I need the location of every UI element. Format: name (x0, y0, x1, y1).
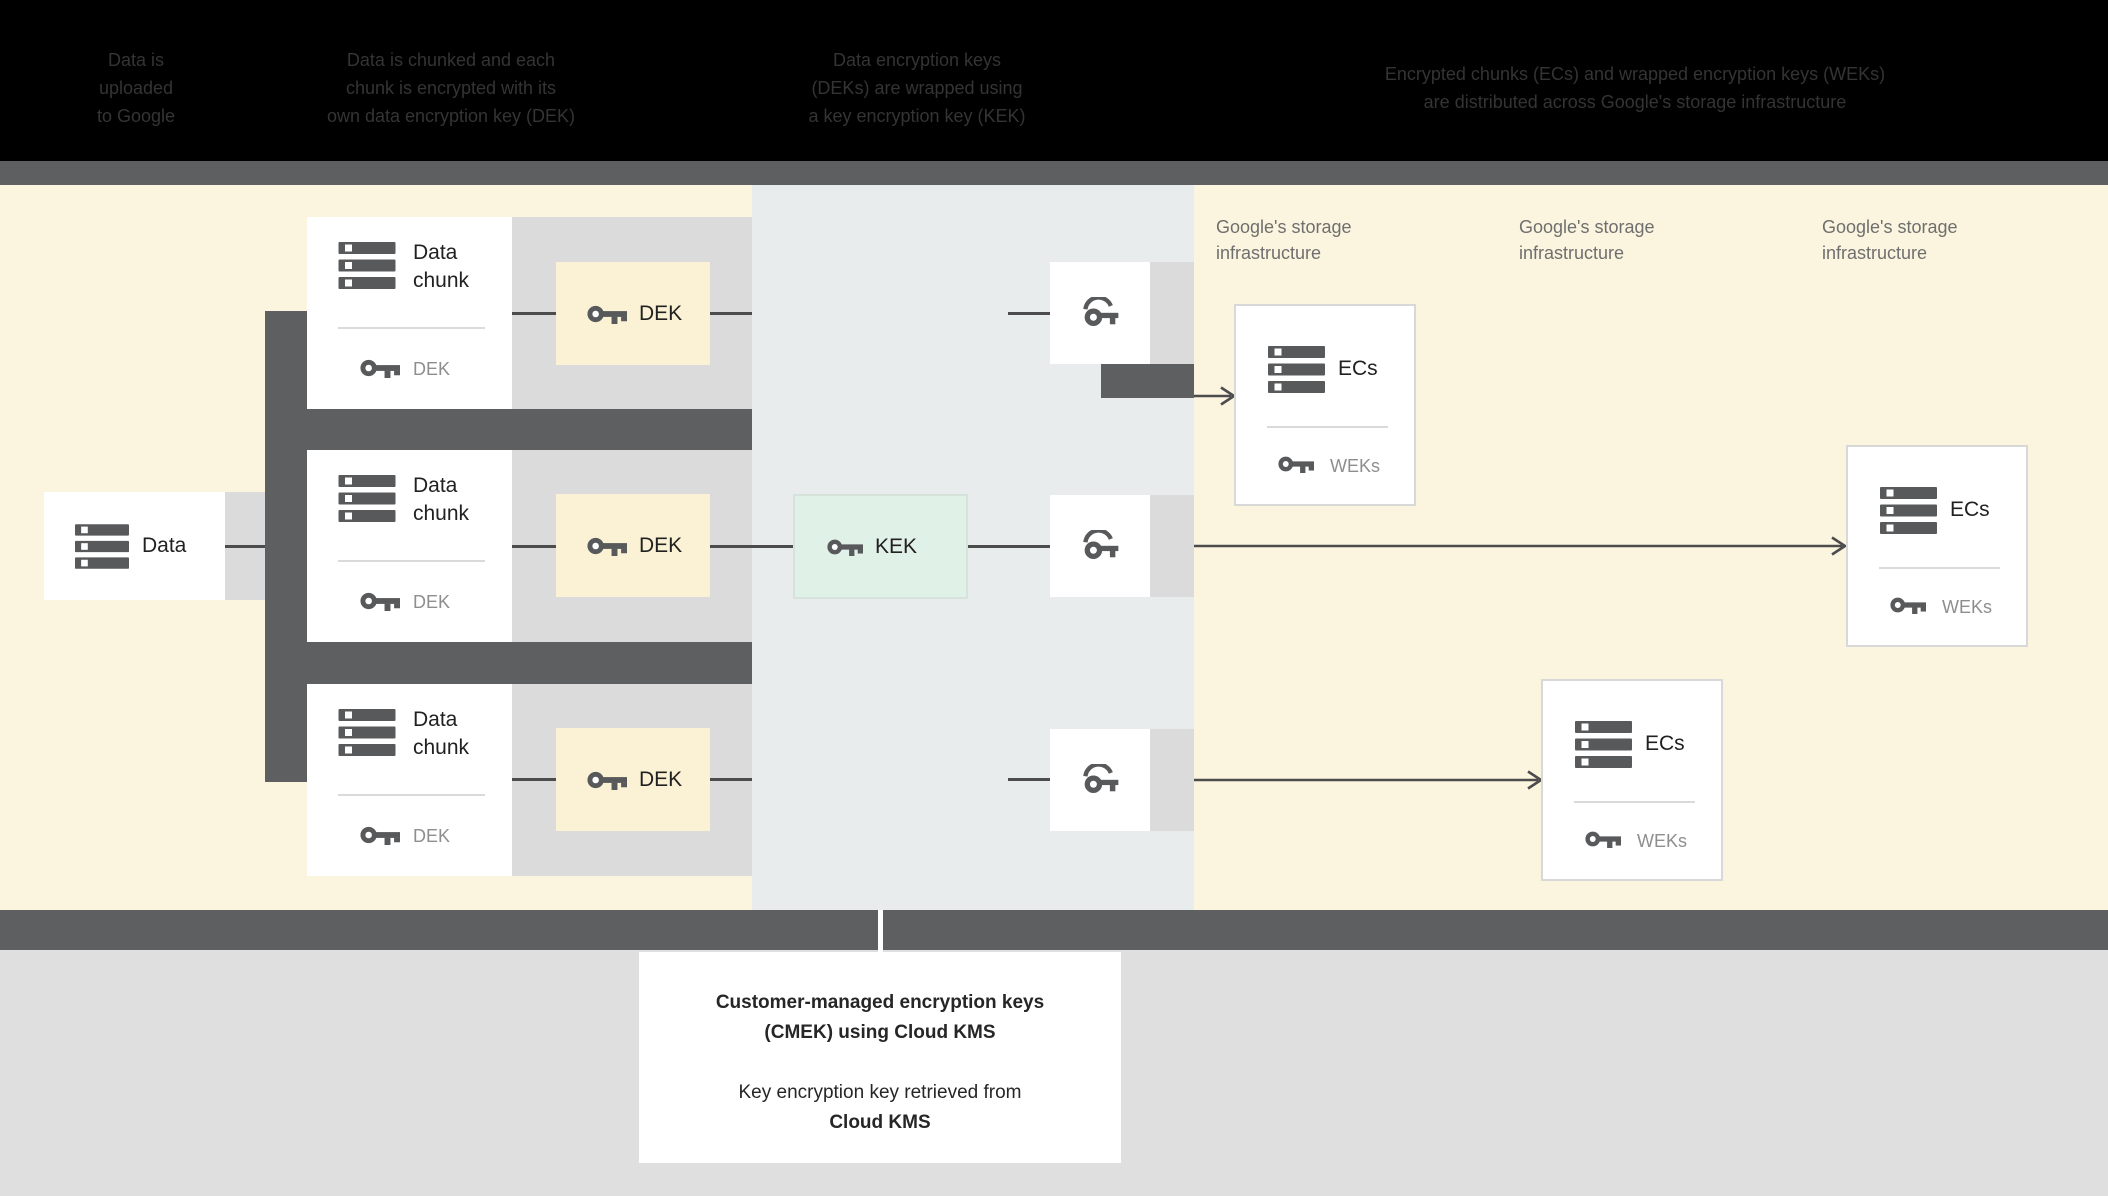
kek-box-label: KEK (875, 534, 918, 558)
ec-box-1: ECs WEKs (1234, 304, 1416, 506)
wek-thick-band (1101, 364, 1194, 398)
wek-sublabel: WEKs (1330, 456, 1381, 476)
storage-icon (75, 523, 129, 569)
note-spacer (639, 1048, 1121, 1078)
key-icon (1585, 831, 1621, 848)
wek-sublabel: WEKs (1942, 597, 1993, 617)
data-chunk-title: Data chunk (413, 708, 470, 759)
ec-box-3: ECs WEKs (1541, 679, 1723, 881)
keybox-band-3 (1150, 729, 1194, 831)
arrow-right-icon (1150, 536, 1848, 556)
storage-infrastructure-label-3: Google's storage infrastructure (1822, 217, 1958, 263)
key-icon (360, 826, 400, 845)
data-chunk-title: Data chunk (413, 474, 470, 525)
storage-infrastructure-label-1: Google's storage infrastructure (1216, 217, 1352, 263)
divider (1267, 426, 1388, 428)
dek-box-1: DEK (556, 262, 710, 365)
wrap-key-icon (1080, 764, 1120, 796)
dek-sublabel: DEK (413, 592, 451, 612)
data-box-label: Data (142, 534, 187, 557)
connector-line (512, 545, 556, 548)
note-line: (CMEK) using Cloud KMS (764, 1022, 996, 1043)
header-black-band (0, 0, 2108, 162)
connector-line (710, 545, 793, 548)
key-icon (1890, 597, 1926, 614)
keybox-band-1 (1150, 262, 1194, 364)
wrap-key-box-2 (1050, 495, 1150, 597)
caption-wrapping: Data encryption keys (DEKs) are wrapped … (808, 50, 1026, 126)
dek-box-3: DEK (556, 728, 710, 831)
connector-line (225, 545, 265, 548)
ec-box-title: ECs (1950, 498, 1990, 521)
data-chunk-box-2: Data chunk DEK (307, 450, 512, 642)
note-line: Customer-managed encryption keys (715, 992, 1045, 1013)
divider (1879, 567, 2000, 569)
data-chunk-box-3: Data chunk DEK (307, 684, 512, 876)
dek-box-label: DEK (639, 533, 683, 557)
storage-icon (338, 242, 396, 289)
storage-icon (338, 709, 396, 756)
kek-box: KEK (793, 494, 968, 599)
wrap-key-icon (1080, 530, 1120, 562)
connector-line (512, 312, 556, 315)
separator-band (0, 161, 2108, 185)
connector-line (710, 778, 752, 781)
wrap-key-box-1 (1050, 262, 1150, 364)
key-icon (360, 359, 400, 378)
data-box: Data (44, 492, 225, 600)
connector-line (710, 312, 752, 315)
key-icon (587, 305, 627, 324)
ec-box-2: ECs WEKs (1846, 445, 2028, 647)
caption-distribution: Encrypted chunks (ECs) and wrapped encry… (1384, 64, 1886, 112)
caption-chunking: Data is chunked and each chunk is encryp… (326, 50, 576, 126)
note-box: Customer-managed encryption keys (CMEK) … (639, 952, 1121, 1163)
note-connector-line (878, 910, 883, 952)
caption-upload: Data is uploaded to Google (96, 50, 176, 126)
dek-sublabel: DEK (413, 826, 451, 846)
storage-icon (1268, 346, 1325, 393)
data-chunk-box-1: Data chunk DEK (307, 217, 512, 409)
footer-dark-band (0, 910, 2108, 950)
dek-box-label: DEK (639, 767, 683, 791)
key-icon (587, 771, 627, 790)
connector-line (1008, 312, 1050, 315)
wrap-key-icon (1080, 297, 1120, 329)
dek-box-label: DEK (639, 301, 683, 325)
note-line: Key encryption key retrieved from (738, 1082, 1022, 1103)
key-icon (587, 537, 627, 556)
dek-sublabel: DEK (413, 359, 451, 379)
ec-box-title: ECs (1338, 357, 1378, 380)
dek-box-2: DEK (556, 494, 710, 597)
connector-line (968, 545, 1050, 548)
diagram-canvas: Data Data chunk DEK Data chunk DEK (0, 185, 2108, 910)
divider (338, 327, 485, 329)
storage-infrastructure-label-2: Google's storage infrastructure (1519, 217, 1655, 263)
divider (338, 560, 485, 562)
wek-sublabel: WEKs (1637, 831, 1688, 851)
connector-line (1008, 778, 1050, 781)
note-line: Cloud KMS (829, 1112, 931, 1133)
key-icon (827, 539, 863, 556)
divider (338, 794, 485, 796)
storage-icon (1575, 721, 1632, 768)
divider (1574, 801, 1695, 803)
storage-icon (338, 475, 396, 522)
chunk-split-vertical-bar (265, 311, 307, 782)
arrow-right-icon (1150, 770, 1544, 790)
key-icon (1278, 456, 1314, 473)
arrow-right-icon (1194, 386, 1237, 406)
ec-box-title: ECs (1645, 732, 1685, 755)
storage-icon (1880, 487, 1937, 534)
connector-line (512, 778, 556, 781)
wrap-key-box-3 (1050, 729, 1150, 831)
data-chunk-title: Data chunk (413, 241, 470, 292)
key-icon (360, 592, 400, 611)
chunk-split-band-2 (265, 642, 752, 684)
keybox-band-2 (1150, 495, 1194, 597)
chunk-split-band-1 (265, 409, 752, 450)
